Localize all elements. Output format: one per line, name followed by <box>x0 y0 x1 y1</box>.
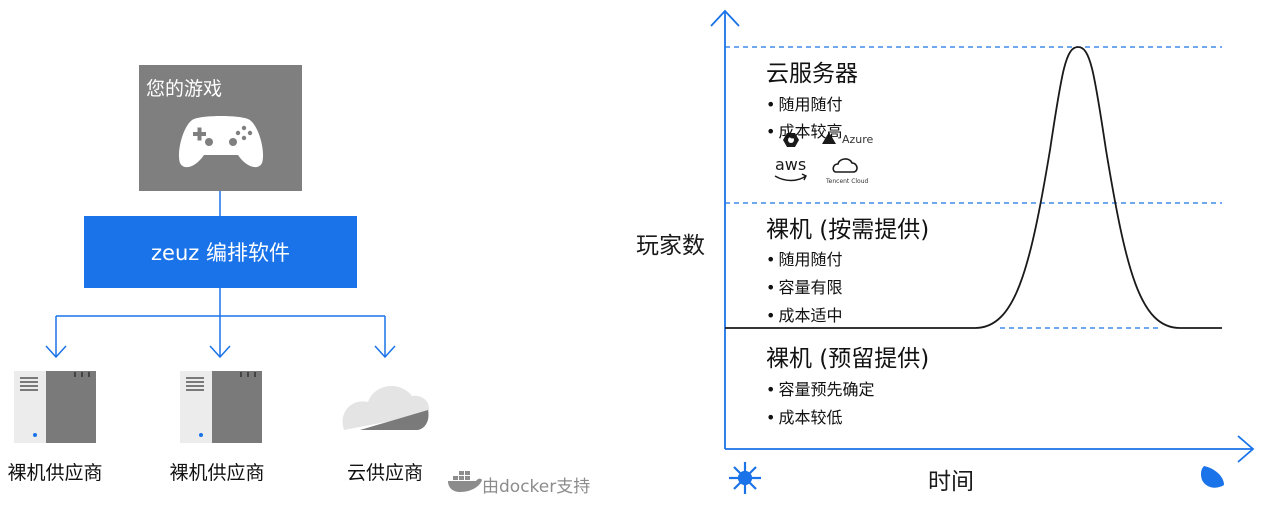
tier-bullet: 随用随付 <box>766 91 858 115</box>
y-axis-label: 玩家数 <box>636 233 705 259</box>
aws-label: aws <box>775 155 807 174</box>
provider-label-cloud: 云供应商 <box>346 462 423 484</box>
gamepad-icon <box>178 116 264 168</box>
tier-title: 裸机 (预留提供) <box>766 346 930 372</box>
server-icon <box>14 371 96 443</box>
x-axis-label: 时间 <box>928 469 974 495</box>
cloud-icon <box>342 385 430 430</box>
tier-bullet: 成本较高 <box>766 118 858 142</box>
player-count-curve <box>725 46 1222 329</box>
orchestrator-box: zeuz 编排软件 <box>84 216 357 288</box>
tier-bullet: 随用随付 <box>766 246 929 270</box>
sun-icon <box>729 462 761 494</box>
tencent-cloud-label: Tencent Cloud <box>826 178 869 185</box>
azure-label: Azure <box>842 133 874 146</box>
tier-bullet: 成本较低 <box>766 404 929 428</box>
aws-smile-icon <box>774 173 807 182</box>
game-title: 您的游戏 <box>146 78 223 100</box>
tier-title: 云服务器 <box>766 61 858 87</box>
tier-bare-metal-on-demand: 裸机 (按需提供) 随用随付 容量有限 成本适中 <box>766 210 929 326</box>
provider-label-bare-metal-2: 裸机供应商 <box>169 462 265 484</box>
game-box: 您的游戏 <box>139 65 302 191</box>
tier-bullet: 成本适中 <box>766 302 929 326</box>
chart-axes <box>710 9 1255 463</box>
tier-cloud: 云服务器 随用随付 成本较高 <box>766 54 858 142</box>
tier-title: 裸机 (按需提供) <box>766 217 930 243</box>
docker-label: 由docker支持 <box>482 477 591 497</box>
tier-bare-metal-reserved: 裸机 (预留提供) 容量预先确定 成本较低 <box>766 339 929 428</box>
connector-lines <box>45 191 396 359</box>
docker-icon <box>448 471 482 492</box>
tier-bullet: 容量预先确定 <box>766 376 929 400</box>
tencent-cloud-icon <box>832 158 858 173</box>
moon-icon <box>1200 466 1224 488</box>
server-icon <box>180 371 262 443</box>
orchestrator-label: zeuz 编排软件 <box>151 241 290 265</box>
tier-bullet: 容量有限 <box>766 274 929 298</box>
capacity-guides <box>725 46 1222 329</box>
provider-label-bare-metal-1: 裸机供应商 <box>7 462 103 484</box>
